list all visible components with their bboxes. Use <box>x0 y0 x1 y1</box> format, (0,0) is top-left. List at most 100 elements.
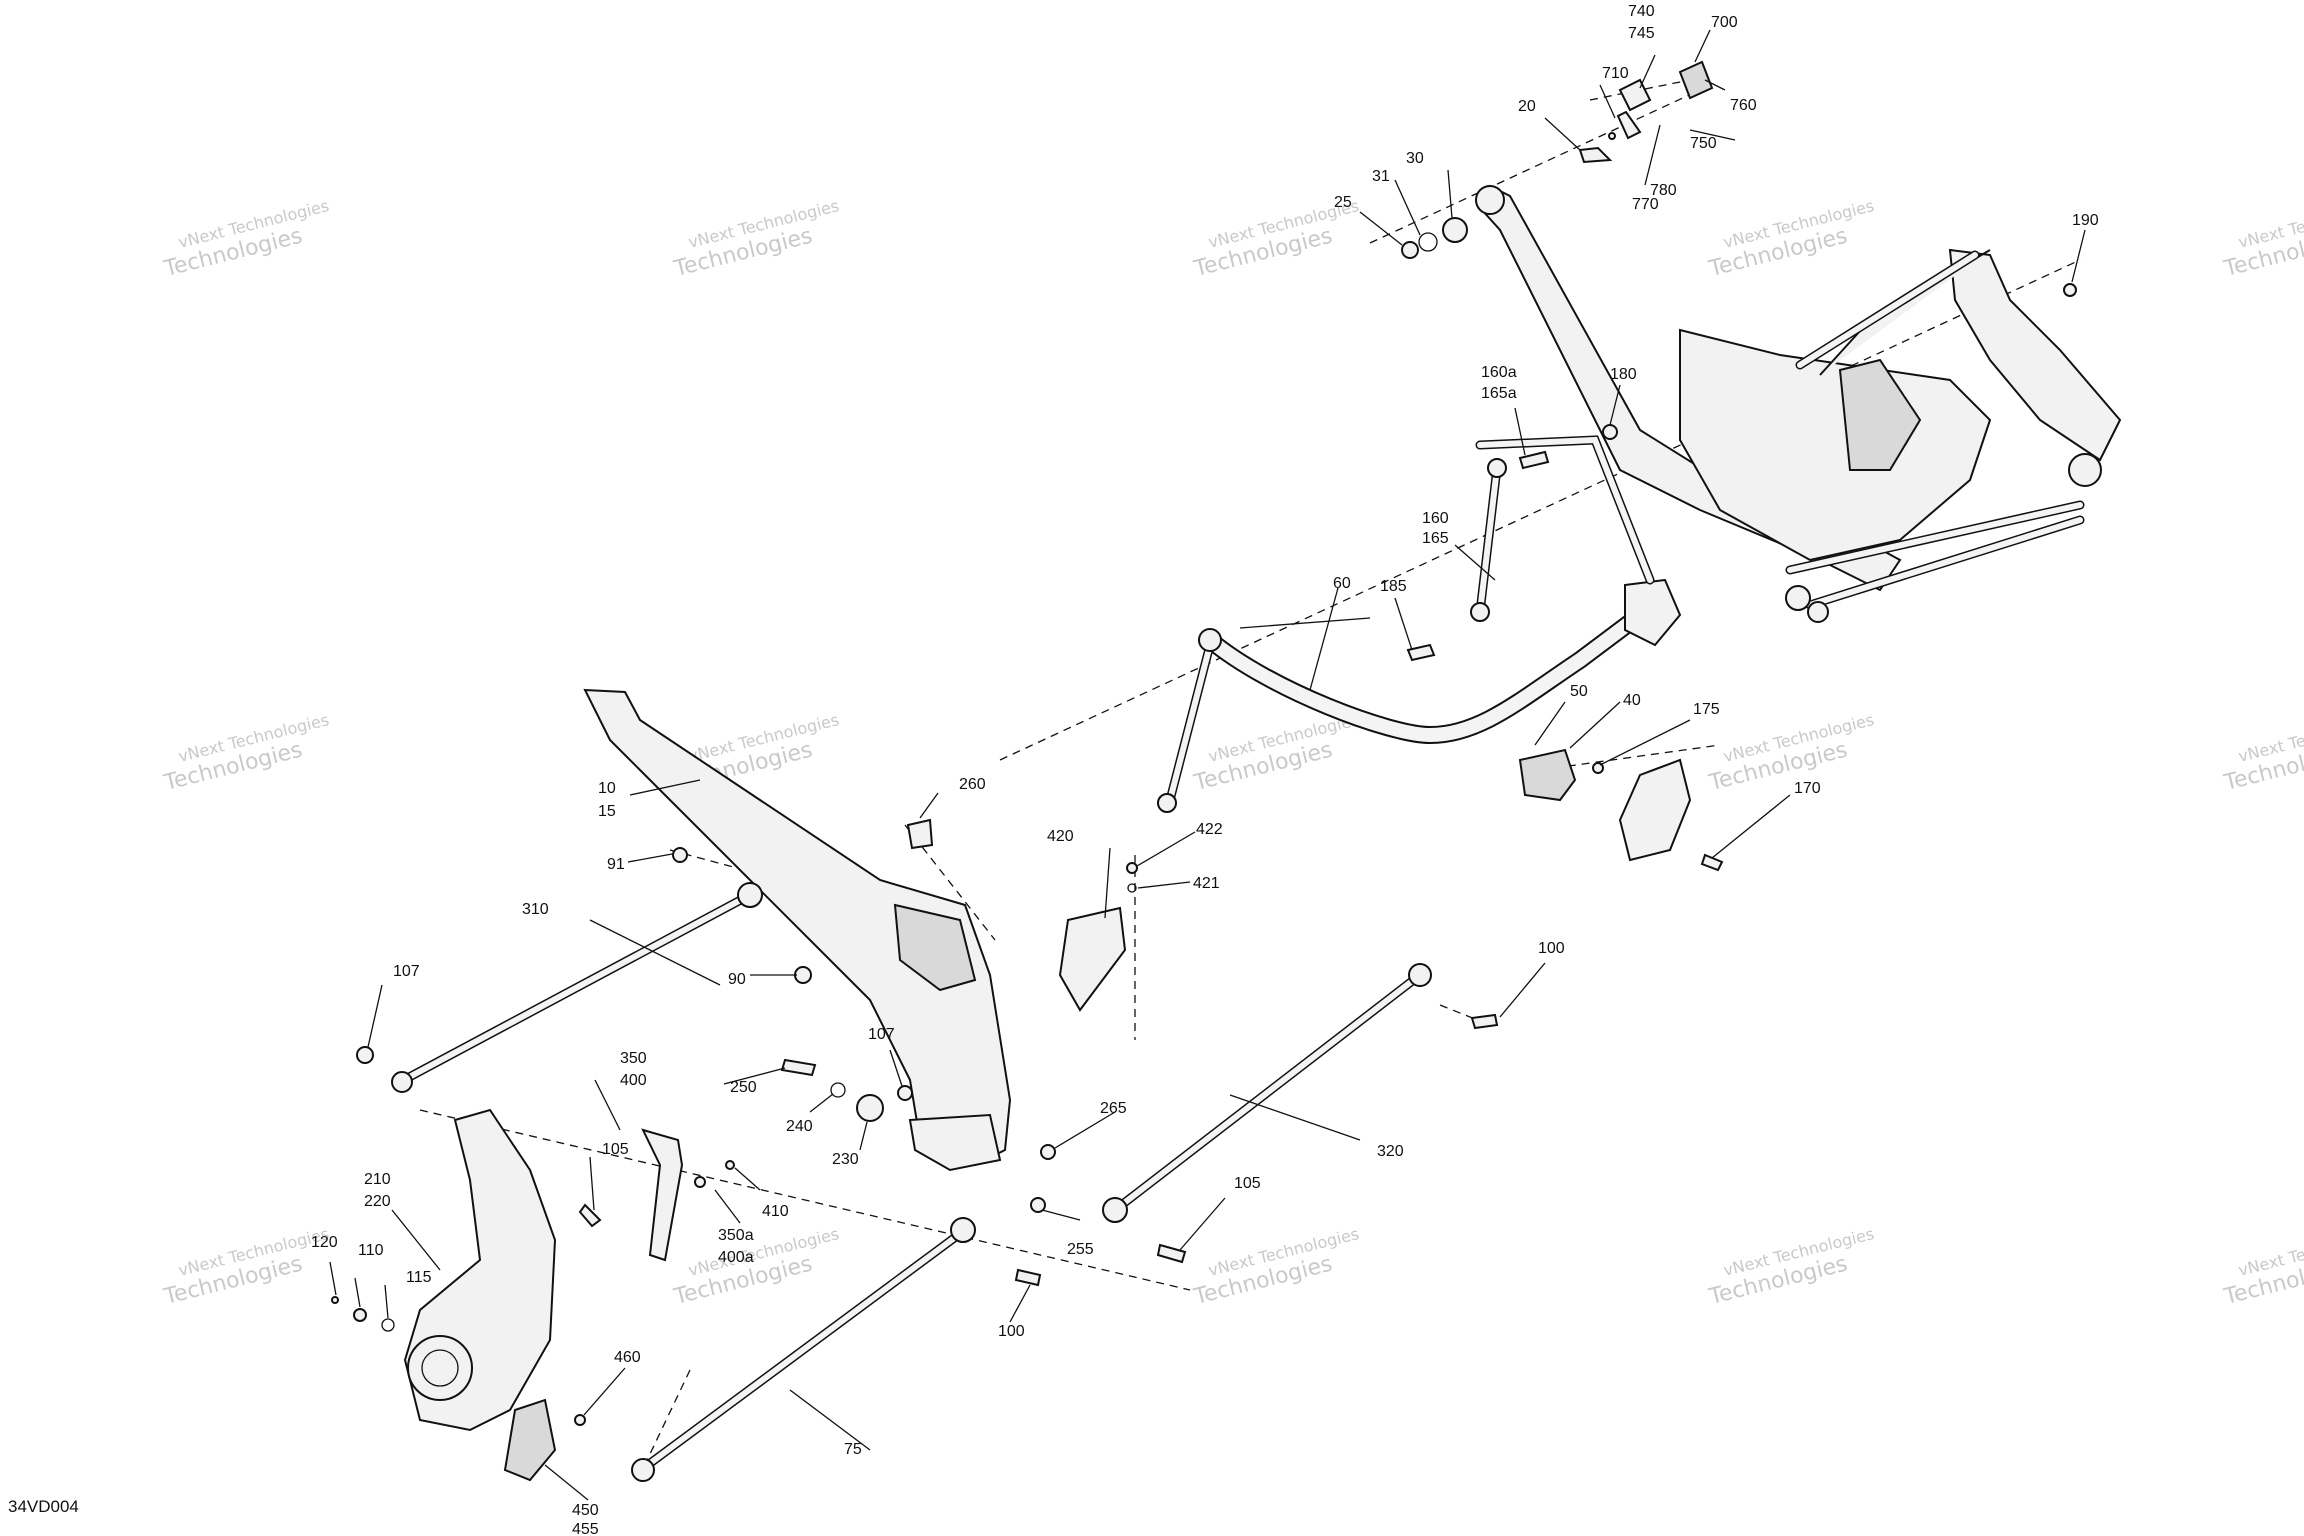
callout-165: 165 <box>1422 530 1449 547</box>
callout-10: 10 <box>598 780 616 797</box>
rear-upright <box>1948 248 2122 462</box>
bracket-740 <box>1618 78 1652 112</box>
callout-100-lower: 100 <box>998 1323 1025 1340</box>
bolt-20 <box>1578 146 1613 164</box>
subframe-plate <box>1838 358 1922 471</box>
screw-120 <box>331 1296 339 1304</box>
nut-422 <box>1126 862 1138 874</box>
callout-310: 310 <box>522 901 549 918</box>
washer-240 <box>830 1082 846 1098</box>
hub-bearing <box>407 1335 473 1401</box>
bolt-100 <box>1470 1013 1499 1030</box>
callout-700: 700 <box>1711 14 1738 31</box>
rod-end <box>1102 1197 1128 1223</box>
callout-185: 185 <box>1380 578 1407 595</box>
axis-line <box>1589 79 1691 101</box>
bolt-710 <box>1616 110 1642 140</box>
nut-460 <box>574 1414 586 1426</box>
callout-410: 410 <box>762 1203 789 1220</box>
axis-line <box>639 1369 691 1476</box>
nut-25 <box>1401 241 1419 259</box>
nut-91 <box>672 847 688 863</box>
callout-105-left: 105 <box>602 1141 629 1158</box>
callout-107-center: 107 <box>868 1026 895 1043</box>
nut-190 <box>2063 283 2077 297</box>
pivot-bushing <box>1475 185 1505 215</box>
callout-160: 160 <box>1422 510 1449 527</box>
axis-line <box>999 259 2081 761</box>
callout-421: 421 <box>1193 875 1220 892</box>
nut-180 <box>1602 424 1618 440</box>
callout-20: 20 <box>1518 98 1536 115</box>
callout-260: 260 <box>959 776 986 793</box>
clamp-bracket-175 <box>1618 758 1692 862</box>
screw-410 <box>725 1160 735 1170</box>
bolt-250 <box>780 1058 817 1077</box>
rod-end <box>737 882 763 908</box>
left-knuckle-assembly <box>331 1108 602 1482</box>
callout-60: 60 <box>1333 575 1351 592</box>
bolt-105 <box>1156 1243 1187 1264</box>
callout-230: 230 <box>832 1151 859 1168</box>
callout-400: 400 <box>620 1072 647 1089</box>
nut-255 <box>1030 1197 1046 1213</box>
callout-780: 780 <box>1650 182 1677 199</box>
rod-end <box>631 1458 655 1482</box>
rod-end <box>1408 963 1432 987</box>
rod-end-joint <box>1785 585 1811 611</box>
rod-end <box>950 1217 976 1243</box>
callout-745: 745 <box>1628 25 1655 42</box>
nut-110 <box>353 1308 367 1322</box>
callout-50: 50 <box>1570 683 1588 700</box>
mid-hardware <box>1058 748 1724 1012</box>
callout-710: 710 <box>1602 65 1629 82</box>
callout-250: 250 <box>730 1079 757 1096</box>
clip-770 <box>1608 132 1616 140</box>
callout-210: 210 <box>364 1171 391 1188</box>
bolt-100-lower <box>1014 1268 1042 1287</box>
callout-90: 90 <box>728 971 746 988</box>
left-trailing-arm <box>583 688 1056 1172</box>
bolt-170 <box>1700 853 1724 872</box>
callout-220: 220 <box>364 1193 391 1210</box>
bolt-160a <box>1518 450 1550 470</box>
bushing-30 <box>1442 217 1468 243</box>
shield-350 <box>641 1128 684 1262</box>
axis-line <box>904 824 996 941</box>
callout-120: 120 <box>311 1234 338 1251</box>
callout-190: 190 <box>2072 212 2099 229</box>
arm-pivot-housing <box>893 903 977 992</box>
link-ball-joint <box>1198 628 1222 652</box>
callout-255: 255 <box>1067 1241 1094 1258</box>
callout-460: 460 <box>614 1349 641 1366</box>
axis-line <box>1369 89 1701 244</box>
callout-110: 110 <box>358 1242 384 1259</box>
callout-420: 420 <box>1047 828 1074 845</box>
callout-75: 75 <box>844 1441 862 1458</box>
bushing-40 <box>1518 748 1577 802</box>
callout-115: 115 <box>406 1269 432 1286</box>
subframe-body <box>1679 328 1992 562</box>
bolt-185 <box>1406 643 1436 662</box>
bushing-107 <box>356 1046 374 1064</box>
diagram-code: 34VD004 <box>8 1497 79 1516</box>
callout-760: 760 <box>1730 97 1757 114</box>
callout-15: 15 <box>598 803 616 820</box>
washer-115 <box>381 1318 395 1332</box>
callout-160a: 160a <box>1481 364 1517 381</box>
shield-420 <box>1058 906 1127 1012</box>
nut-350a <box>694 1176 706 1188</box>
callout-100-right: 100 <box>1538 940 1565 957</box>
bushing-230 <box>856 1094 884 1122</box>
callout-750: 750 <box>1690 135 1717 152</box>
bolt-260 <box>906 818 934 850</box>
washer-421 <box>1127 883 1137 893</box>
nut-175 <box>1592 762 1604 774</box>
rear-subframe-assembly <box>1475 184 2122 623</box>
callout-91: 91 <box>607 856 625 873</box>
callout-740: 740 <box>1628 3 1655 20</box>
link-ball-joint <box>1487 458 1507 478</box>
callout-240: 240 <box>786 1118 813 1135</box>
link-ball-joint <box>1157 793 1177 813</box>
